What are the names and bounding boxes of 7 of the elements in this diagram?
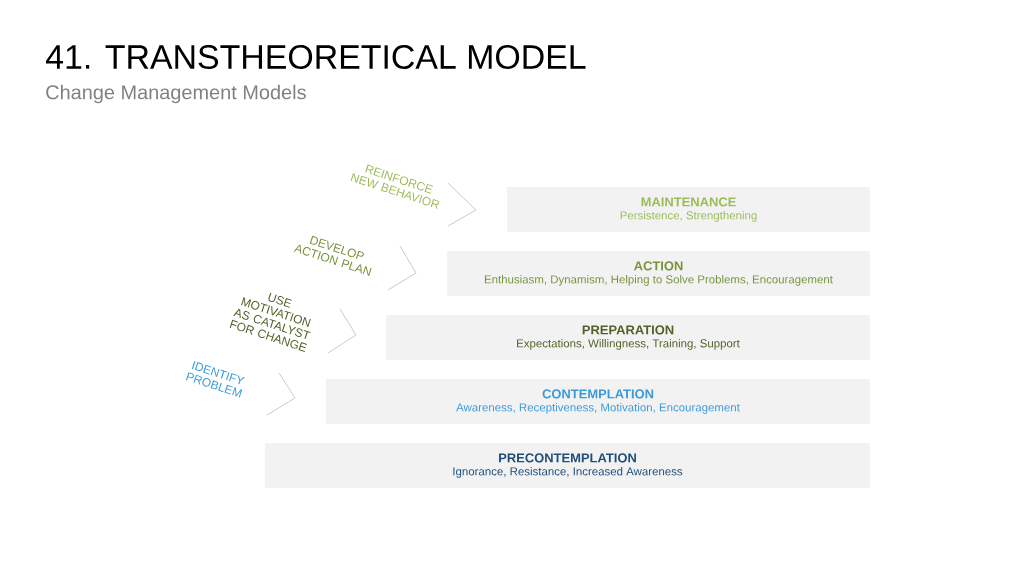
stage-box: PRECONTEMPLATION Ignorance, Resistance, Increased Awareness <box>265 443 870 488</box>
subtitle: Change Management Models <box>46 84 306 104</box>
stage-box: ACTION Enthusiasm, Dynamism, Helping to Solve Problems, Encouragement <box>447 251 870 296</box>
stage-box: CONTEMPLATION Awareness, Receptiveness, Motivation, Encouragement <box>326 379 870 424</box>
title: 41. TRANSTHEORETICAL MODEL <box>46 45 586 69</box>
stage-box: MAINTENANCE Persistence, Strengthening <box>507 187 870 232</box>
stage-box: PREPARATION Expectations, Willingness, Training, Support <box>386 315 870 360</box>
